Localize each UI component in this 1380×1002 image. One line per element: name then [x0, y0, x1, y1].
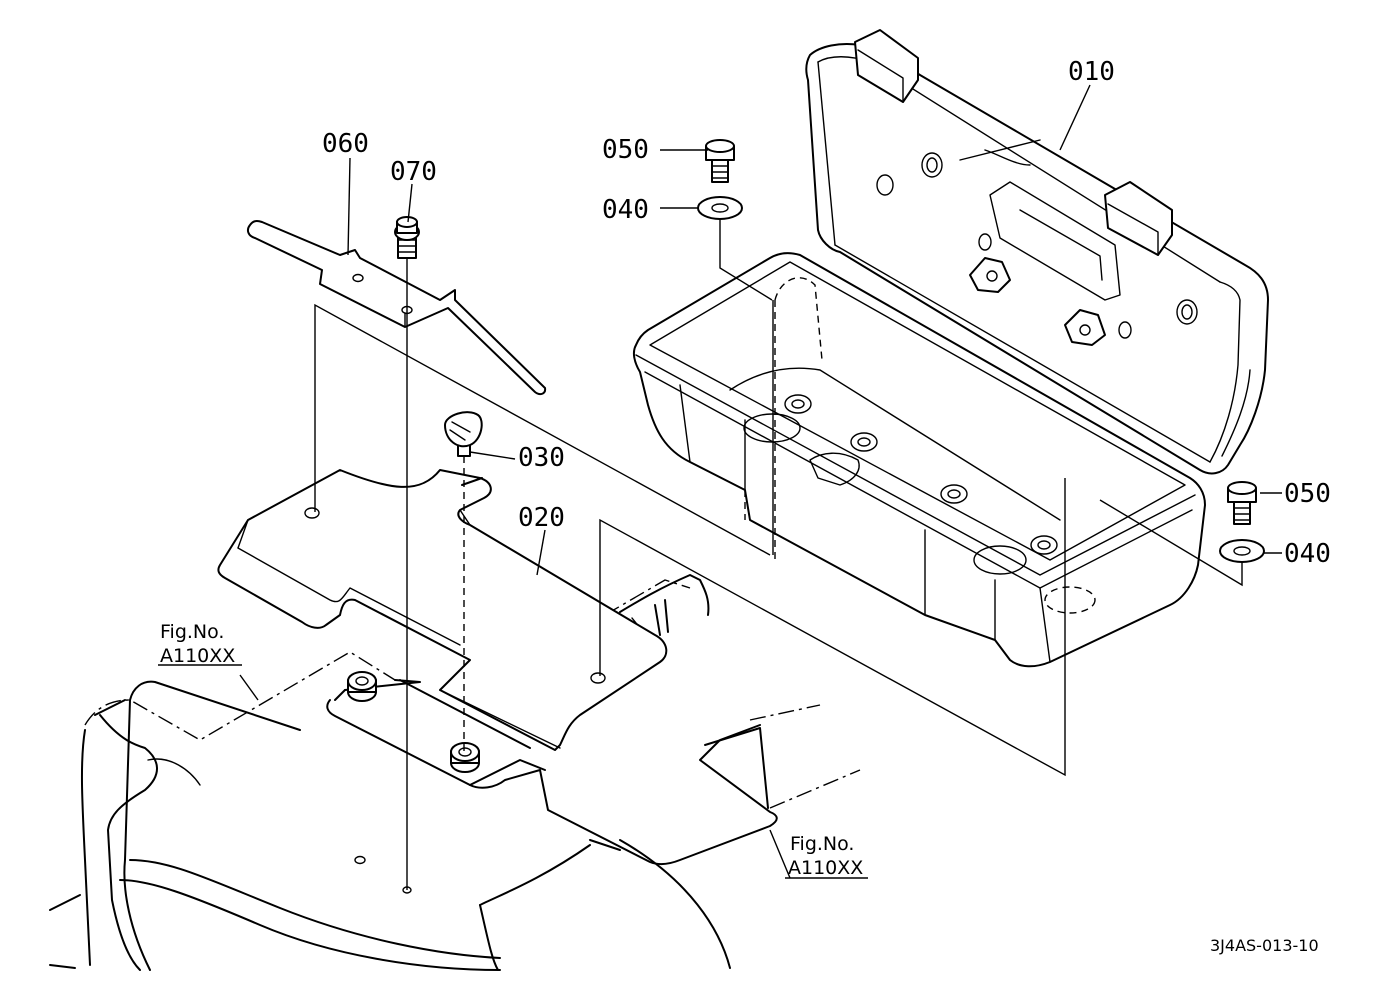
drawing-code: 3J4AS-013-10 — [1210, 936, 1319, 955]
part-060-strap — [246, 220, 547, 396]
figure-reference-right-line1: Fig.No. — [790, 833, 854, 855]
part-070-bolt — [394, 216, 420, 259]
callout-070: 070 — [390, 157, 437, 187]
part-020-bracket — [217, 469, 668, 751]
callout-010: 010 — [1068, 57, 1115, 87]
lower-bracket — [326, 574, 778, 866]
figure-reference-left-line1: Fig.No. — [160, 621, 224, 643]
callout-labels: 010 020 030 040 040 050 050 060 070 Fig.… — [160, 57, 1331, 955]
assembly-lines — [314, 220, 1243, 894]
part-030-knob — [444, 411, 483, 457]
figure-reference-right-line2: A110XX — [788, 857, 863, 879]
callout-020: 020 — [518, 503, 565, 533]
tractor-body — [49, 680, 731, 971]
part-050-bolt-upper — [705, 139, 735, 183]
part-040-washer-lower — [1219, 539, 1265, 563]
callout-050-upper: 050 — [602, 135, 649, 165]
figure-reference-left-line2: A110XX — [160, 645, 235, 667]
callout-050-lower: 050 — [1284, 479, 1331, 509]
part-050-bolt-lower — [1227, 481, 1257, 525]
part-040-washer-upper — [697, 196, 743, 220]
callout-040-lower: 040 — [1284, 539, 1331, 569]
leader-lines — [158, 84, 1282, 879]
callout-030: 030 — [518, 443, 565, 473]
callout-060: 060 — [322, 129, 369, 159]
callout-040-upper: 040 — [602, 195, 649, 225]
part-010-toolbox — [632, 29, 1269, 668]
mounting-plate-outline — [84, 579, 861, 809]
